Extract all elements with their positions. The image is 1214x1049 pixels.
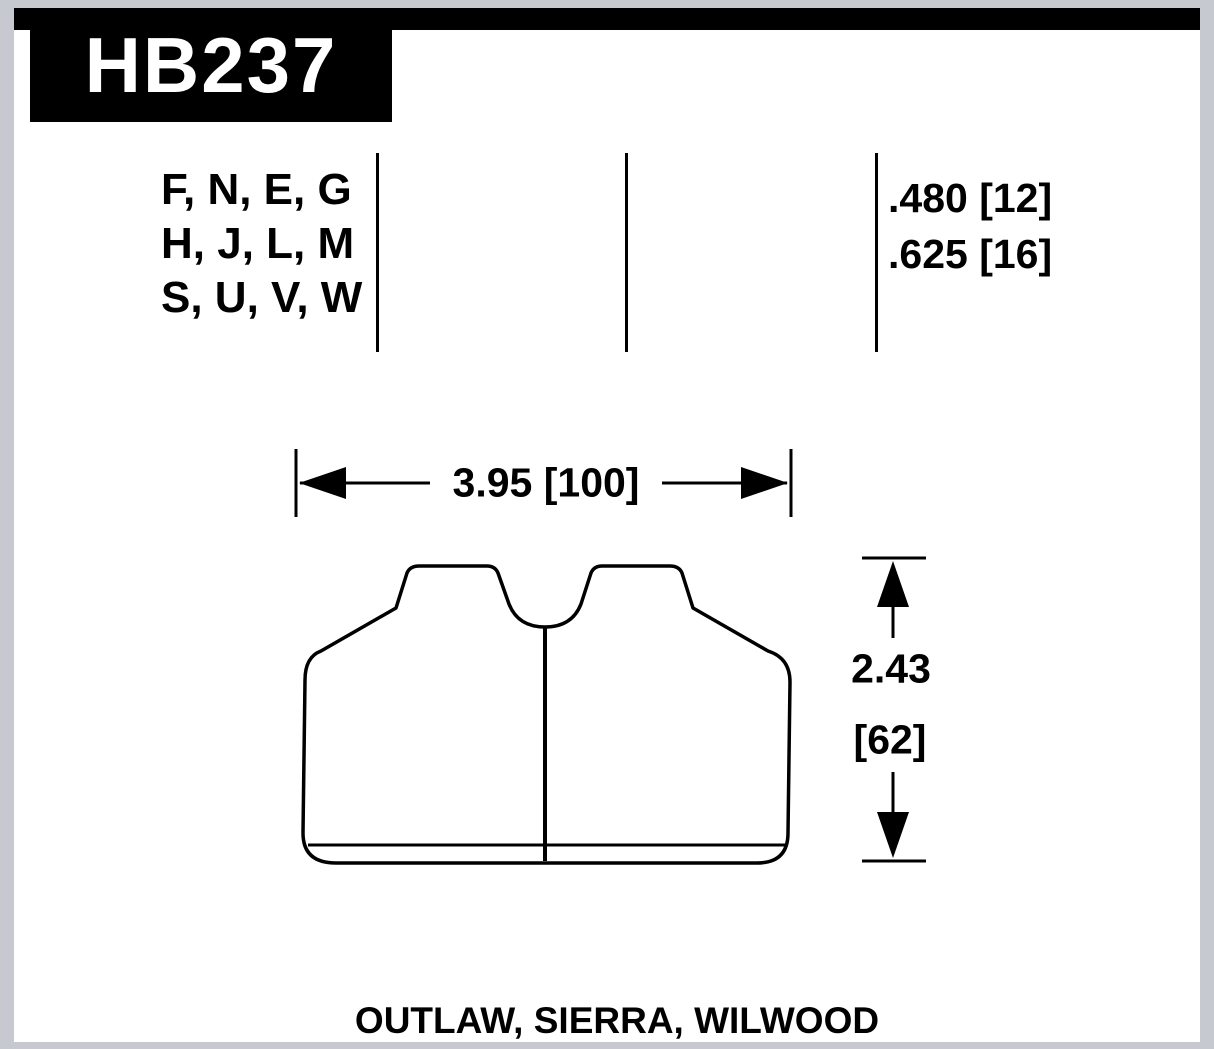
- part-number-box: HB237: [30, 8, 392, 122]
- compound-row: F, N, E, G: [161, 165, 352, 214]
- frame-border-left: [0, 0, 14, 1049]
- up-arrowhead-icon: [877, 561, 909, 607]
- pad-thickness-values: .480 [12] .625 [16]: [888, 170, 1052, 282]
- part-number: HB237: [84, 21, 338, 109]
- brake-pad-outline: [301, 564, 792, 865]
- height-dimension-label: 2.43: [845, 645, 937, 693]
- compound-row: H, J, L, M: [161, 219, 355, 268]
- right-arrowhead-icon: [741, 467, 788, 499]
- down-arrowhead-icon: [877, 812, 909, 858]
- compound-letters: F, N, E, G H, J, L, M S, U, V, W: [161, 163, 362, 325]
- applications-label: OUTLAW, SIERRA, WILWOOD: [354, 1000, 880, 1041]
- column-divider: [875, 153, 878, 352]
- left-arrowhead-icon: [299, 467, 346, 499]
- thickness-row: .625 [16]: [888, 231, 1053, 277]
- compound-row: S, U, V, W: [161, 273, 363, 322]
- height-dimension-lines: [862, 556, 926, 863]
- thickness-row: .480 [12]: [888, 175, 1053, 221]
- column-divider: [376, 153, 379, 352]
- width-dimension-label: 3.95 [100]: [446, 459, 646, 507]
- column-divider: [625, 153, 628, 352]
- frame-border-bottom: [0, 1042, 1214, 1049]
- height-dimension-mm-label: [62]: [847, 716, 933, 764]
- frame-border-top: [0, 0, 1214, 8]
- frame-border-right: [1200, 0, 1214, 1049]
